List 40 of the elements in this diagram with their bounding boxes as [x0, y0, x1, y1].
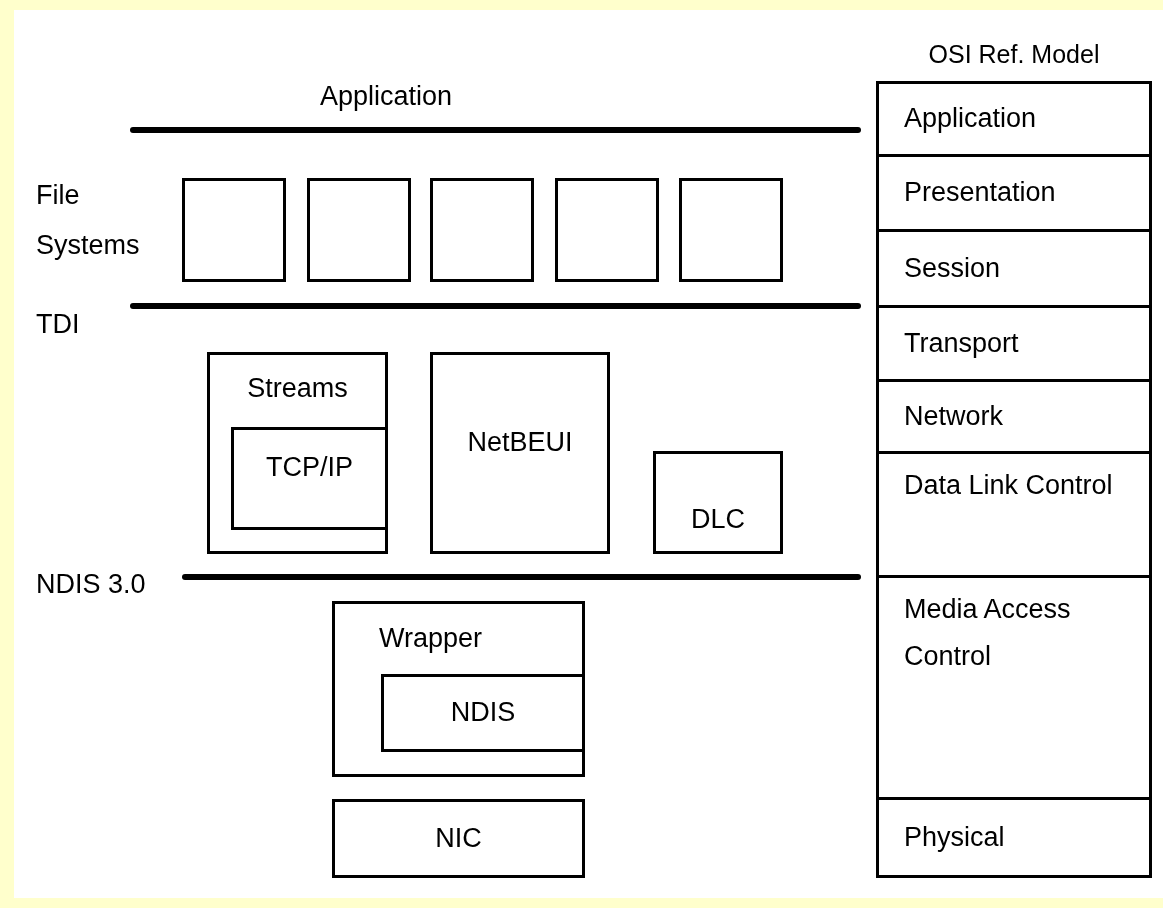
layer-box — [876, 305, 1152, 382]
layer-box — [876, 81, 1152, 157]
layer-caption: NDIS 3.0 — [36, 568, 147, 601]
empty-box — [307, 178, 411, 282]
layer-box — [332, 799, 585, 878]
layer-caption: Application — [320, 80, 454, 113]
layer-label: Session — [904, 251, 1001, 285]
empty-box — [555, 178, 659, 282]
empty-box — [430, 178, 534, 282]
layer-box — [876, 229, 1152, 308]
layer-box — [876, 575, 1152, 800]
layer-caption: File Systems — [36, 179, 141, 262]
layer-label: Physical — [904, 820, 1005, 854]
layer-box — [876, 451, 1152, 578]
layer-label: Network — [904, 399, 1004, 433]
empty-box — [182, 178, 286, 282]
layer-box — [876, 797, 1152, 878]
layer-box — [653, 451, 783, 554]
layer-label: Media Access Control — [904, 593, 1072, 674]
layer-label: TCP/IP — [265, 451, 354, 484]
layer-label: Wrapper — [379, 622, 483, 655]
layer-label: Transport — [904, 326, 1019, 360]
layer-label: Presentation — [904, 176, 1056, 210]
empty-box — [679, 178, 783, 282]
layer-box — [207, 352, 388, 554]
layer-label: Data Link Control — [904, 469, 1114, 502]
layer-box — [231, 427, 388, 530]
layer-box — [430, 352, 610, 554]
layer-label: NetBEUI — [466, 426, 574, 459]
layer-caption: TDI — [36, 308, 81, 341]
layer-label: Application — [904, 102, 1037, 136]
layer-box — [332, 601, 585, 777]
layer-label: Streams — [246, 372, 349, 405]
layer-label: NDIS — [449, 696, 517, 730]
layer-label: DLC — [690, 502, 746, 536]
layer-caption: OSI Ref. Model — [927, 39, 1101, 70]
layer-box — [876, 154, 1152, 232]
layer-box — [381, 674, 585, 752]
layer-box — [876, 379, 1152, 454]
layer-label: NIC — [434, 821, 483, 855]
